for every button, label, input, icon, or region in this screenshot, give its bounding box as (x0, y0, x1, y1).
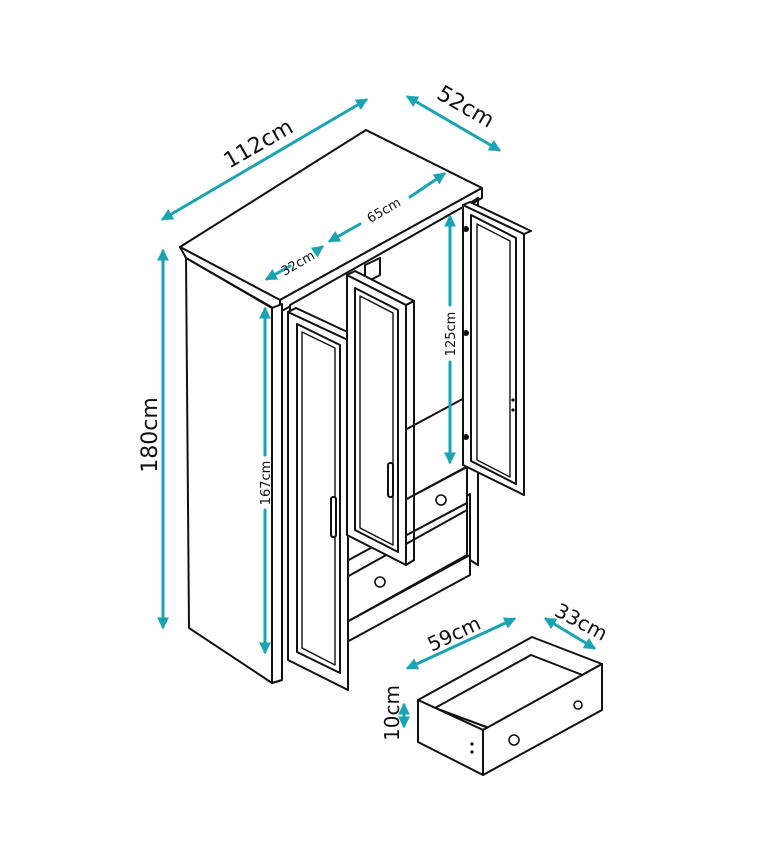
dim-line-depth (405, 95, 502, 152)
door-right-panel (470, 214, 517, 485)
dimension-lines (157, 95, 597, 729)
door-middle-handle (387, 462, 394, 498)
door-left-handle (330, 496, 337, 538)
label-drawer-depth: 33cm (551, 598, 612, 645)
label-left-height: 167cm (259, 461, 274, 506)
door-middle (346, 270, 415, 566)
label-hanging-height: 125cm (444, 312, 459, 357)
label-depth: 52cm (432, 81, 498, 133)
dim-line-inner-left-b (310, 245, 324, 258)
door-right (462, 201, 532, 496)
drawer-knob-upper (435, 494, 447, 506)
dim-line-inner-left-a (264, 264, 292, 281)
hinge-middle (463, 330, 469, 336)
label-width: 112cm (220, 115, 298, 174)
dim-line-drawer-depth (543, 617, 597, 650)
drawer-front (482, 663, 603, 776)
dim-line-drawer-width (405, 617, 517, 670)
door-left (287, 307, 357, 691)
dim-line-inner-right-a (327, 222, 362, 243)
dim-line-width (160, 98, 369, 221)
detached-drawer (417, 636, 603, 776)
hinge-top (463, 226, 469, 232)
door-left-panel (296, 323, 341, 674)
label-drawer-height: 10cm (380, 685, 404, 741)
label-drawer-width: 59cm (424, 611, 485, 656)
drawer-knob-detached-front (508, 734, 520, 746)
label-height: 180cm (138, 397, 163, 473)
front-left-post (271, 303, 283, 684)
hinge-bottom (463, 434, 469, 440)
drawer-knob-lower (374, 576, 386, 588)
door-middle-panel (354, 287, 399, 553)
drawer-knob-detached-back (573, 700, 583, 710)
dim-line-inner-right-b (408, 172, 446, 199)
